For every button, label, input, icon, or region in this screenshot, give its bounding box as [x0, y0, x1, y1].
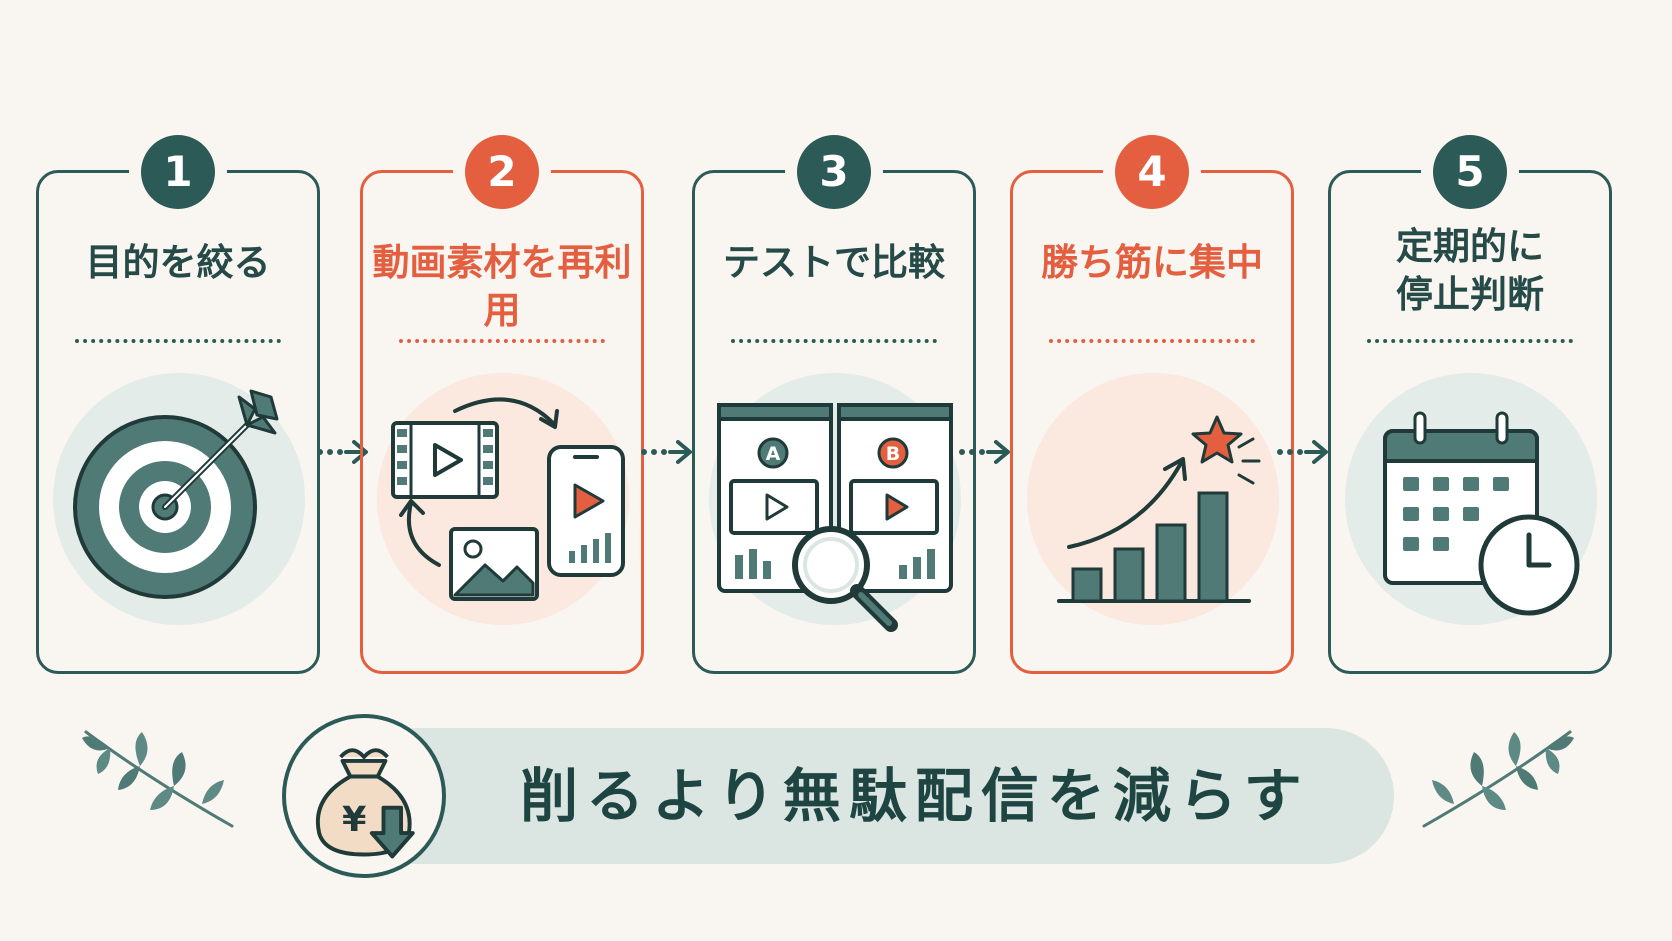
banner-text: 削るより無駄配信を減らす — [520, 762, 1310, 830]
summary-banner — [350, 728, 1394, 864]
step-number-badge: 3 — [797, 135, 871, 209]
money-bag-down-icon: ¥ — [316, 748, 415, 859]
dotted-divider — [399, 339, 605, 343]
ab-label-a: A — [766, 443, 781, 465]
step-card-2: 2 動画素材を再利用 — [360, 135, 644, 674]
step-title: 定期的に 停止判断 — [1331, 223, 1609, 319]
dotted-divider — [1049, 339, 1255, 343]
target-icon — [73, 389, 279, 599]
money-icon-circle: ¥ — [282, 714, 446, 878]
dotted-divider — [75, 339, 281, 343]
step-title: 目的を絞る — [85, 241, 271, 284]
step-title-line-2: 停止判断 — [1396, 273, 1544, 316]
dotted-divider — [731, 339, 937, 343]
flow-arrow-3 — [959, 440, 1010, 464]
flow-arrow-4 — [1277, 440, 1328, 464]
calendar-clock-icon — [1383, 411, 1580, 616]
step-number-badge: 1 — [141, 135, 215, 209]
step-card-3: 3 テストで比較 A B — [692, 135, 976, 674]
flow-arrow-2 — [641, 440, 692, 464]
step-card-4: 4 勝ち筋に集中 — [1010, 135, 1294, 674]
step-title: 動画素材を再利用 — [372, 241, 632, 332]
step-title: テストで比較 — [723, 241, 945, 284]
leaf-branch-left-icon — [82, 730, 234, 828]
step-title: 勝ち筋に集中 — [1041, 241, 1263, 284]
yen-symbol: ¥ — [342, 799, 366, 840]
step-card-5: 5 定期的に 停止判断 — [1328, 135, 1612, 674]
step-card-1: 1 目的を絞る — [36, 135, 320, 674]
dotted-divider — [1367, 339, 1573, 343]
step-number-badge: 4 — [1115, 135, 1189, 209]
growth-chart-icon — [1057, 415, 1261, 603]
step-number-badge: 2 — [465, 135, 539, 209]
ab-test-icon: A B — [717, 403, 953, 632]
video-reuse-icon — [391, 397, 625, 601]
ab-label-b: B — [886, 443, 900, 465]
step-number-badge: 5 — [1433, 135, 1507, 209]
leaf-branch-right-icon — [1422, 730, 1574, 828]
step-title-line-1: 定期的に — [1396, 225, 1544, 268]
